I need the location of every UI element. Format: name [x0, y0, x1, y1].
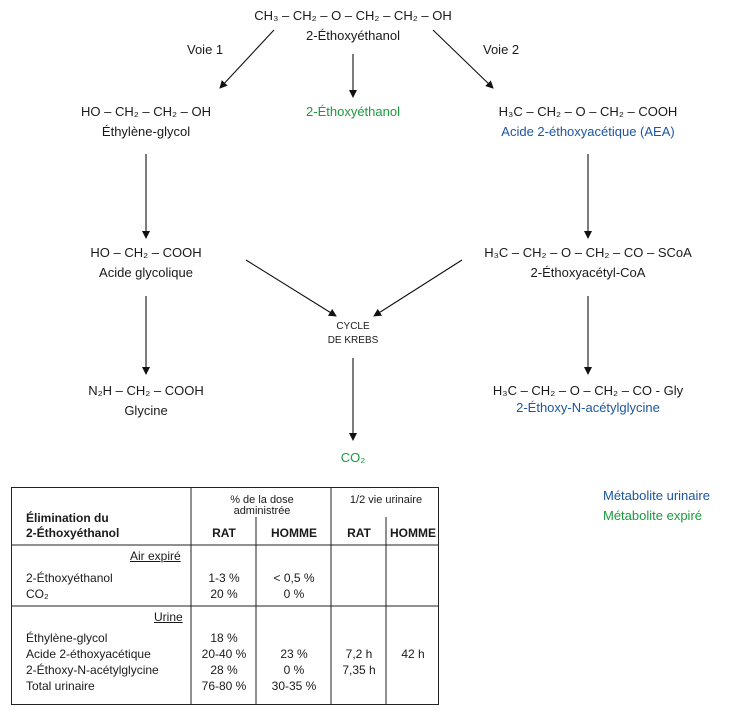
arrow-voie2: [432, 29, 494, 89]
top-name: 2-Éthoxyéthanol: [306, 28, 400, 43]
urine-row-homme: 23 %: [280, 647, 308, 661]
urine-row-rat: 20-40 %: [201, 647, 247, 661]
urine-row-rat: 28 %: [210, 663, 238, 677]
urine-row-homme: 30-35 %: [271, 679, 317, 693]
co2-label: CO₂: [340, 450, 366, 465]
arrow-to-krebs-left: [245, 259, 337, 317]
aea-name: Acide 2-éthoxyacétique (AEA): [501, 124, 675, 139]
ethoxyacetyl-coa-formula: H₃C – CH₂ – O – CH₂ – CO – SCoA: [484, 245, 692, 260]
legend-urinary: Métabolite urinaire: [603, 488, 710, 503]
urine-row-homme: 0 %: [283, 663, 305, 677]
ethylene-glycol-formula: HO – CH₂ – CH₂ – OH: [80, 104, 212, 119]
top-formula: CH₃ – CH₂ – O – CH₂ – CH₂ – OH: [254, 8, 452, 23]
aea-formula: H₃C – CH₂ – O – CH₂ – COOH: [498, 104, 678, 119]
legend-expired: Métabolite expiré: [603, 508, 702, 523]
air-row-homme: 0 %: [283, 587, 305, 601]
col-rat-halflife: RAT: [347, 526, 371, 540]
table-grid: [11, 487, 439, 705]
voie2-label: Voie 2: [483, 42, 520, 57]
urine-row-hl-rat: 7,35 h: [342, 663, 376, 677]
glycolic-acid-formula: HO – CH₂ – COOH: [90, 245, 202, 260]
section-air-expire: Air expiré: [130, 549, 181, 563]
half-life-header: 1/2 vie urinaire: [349, 494, 423, 506]
arrow-to-krebs-right: [373, 259, 463, 317]
urine-row-rat: 76-80 %: [201, 679, 247, 693]
air-row-label: CO₂: [26, 587, 49, 601]
urine-row-label: Total urinaire: [26, 679, 95, 693]
air-row-homme: < 0,5 %: [273, 571, 315, 585]
voie1-label: Voie 1: [187, 42, 224, 57]
elimination-table: Élimination du 2-Éthoxyéthanol % de la d…: [11, 487, 439, 705]
section-urine: Urine: [154, 610, 183, 624]
ethylene-glycol-name: Éthylène-glycol: [101, 124, 191, 139]
air-row-rat: 1-3 %: [208, 571, 240, 585]
arrow-voie1: [219, 29, 275, 89]
urine-row-label: Éthylène-glycol: [26, 631, 108, 645]
glycine-name: Glycine: [124, 403, 168, 418]
urine-row-rat: 18 %: [210, 631, 238, 645]
air-row-label: 2-Éthoxyéthanol: [26, 571, 113, 585]
glycolic-acid-name: Acide glycolique: [99, 265, 193, 280]
expired-ethoxyethanol: 2-Éthoxyéthanol: [306, 104, 400, 119]
table-title-line2: 2-Éthoxyéthanol: [26, 526, 120, 540]
glycine-formula: N₂H – CH₂ – COOH: [88, 383, 204, 398]
urine-row-hl-rat: 7,2 h: [345, 647, 373, 661]
col-homme-halflife: HOMME: [390, 526, 436, 540]
acetylglycine-name: 2-Éthoxy-N-acétylglycine: [516, 400, 660, 415]
ethoxyacetyl-coa-name: 2-Éthoxyacétyl-CoA: [530, 265, 646, 280]
dose-header-line2: administrée: [233, 505, 291, 517]
urine-row-label: Acide 2-éthoxyacétique: [26, 647, 151, 661]
col-rat-dose: RAT: [212, 526, 236, 540]
acetylglycine-formula: H₃C – CH₂ – O – CH₂ – CO - Gly: [492, 383, 684, 398]
col-homme-dose: HOMME: [271, 526, 317, 540]
urine-row-label: 2-Éthoxy-N-acétylglycine: [26, 663, 159, 677]
krebs-line2: DE KREBS: [327, 335, 379, 346]
table-title-line1: Élimination du: [26, 511, 109, 525]
dose-header-line1: % de la dose: [230, 494, 294, 506]
urine-row-hl-homme: 42 h: [401, 647, 425, 661]
air-row-rat: 20 %: [210, 587, 238, 601]
krebs-line1: CYCLE: [336, 321, 370, 332]
